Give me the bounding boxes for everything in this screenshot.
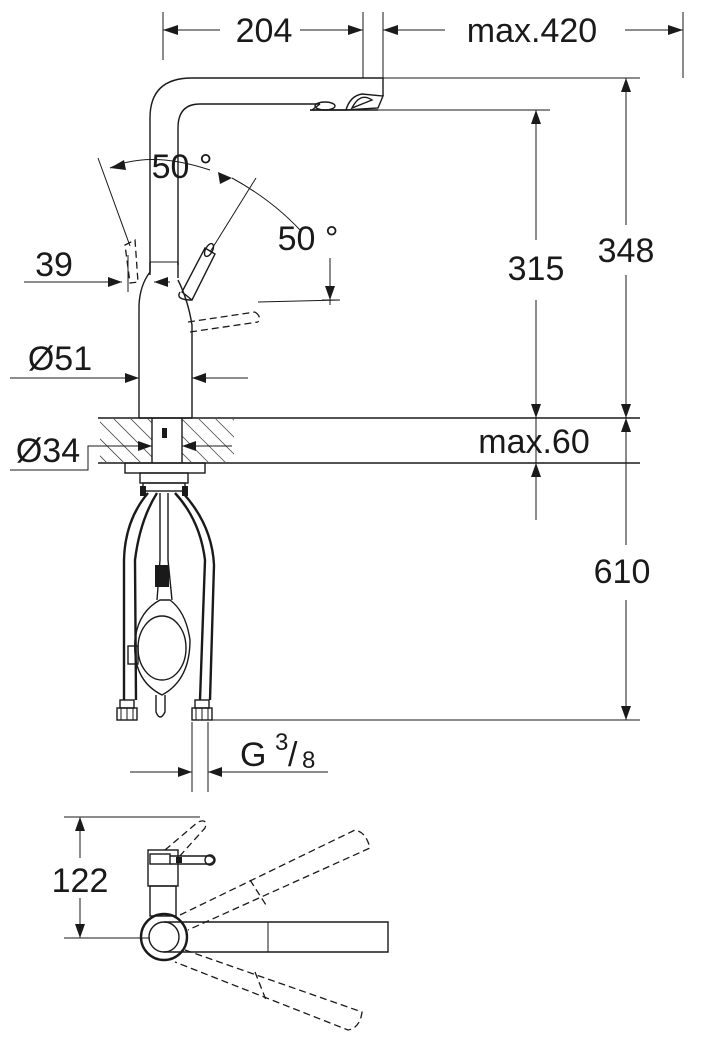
dimension-reach: 204: [162, 12, 364, 78]
lever-offset-label: 39: [35, 246, 73, 284]
dimension-spout-height: 315: [372, 109, 565, 418]
dimension-deck-thickness: max.60: [478, 418, 590, 520]
max-deck-thickness-label: max.60: [478, 423, 590, 461]
spout-height-label: 315: [508, 250, 565, 288]
hole-diameter-label: Ø34: [16, 432, 80, 470]
thread-numerator-label: 3: [275, 729, 288, 756]
lever-angle-front-label: 50 °: [152, 148, 213, 186]
thread-base-label: G: [240, 736, 266, 774]
faucet-side-view: 50 ° 50 ° 39 Ø51: [10, 77, 385, 419]
lever-angle-side-label: 50 °: [278, 220, 339, 258]
left-fitting: [116, 699, 138, 721]
thread-denominator-label: 8: [302, 747, 315, 774]
max-length-label: max.420: [467, 12, 597, 50]
right-fitting: [191, 699, 213, 721]
faucet-top-view: 122: [52, 816, 389, 1031]
dimension-connection-thread: G 3 / 8: [130, 722, 328, 792]
body-diameter-label: Ø51: [28, 340, 92, 378]
thread-slash-label: /: [288, 736, 298, 774]
dimension-total-height: 348: [383, 77, 655, 418]
hose-length-label: 610: [594, 553, 651, 591]
total-height-label: 348: [598, 232, 655, 270]
reach-label: 204: [236, 12, 293, 50]
top-view-depth-label: 122: [52, 862, 109, 900]
dimension-hose-length: 610: [210, 418, 651, 721]
dimension-max-length: max.420: [382, 12, 684, 78]
under-sink-assembly: [116, 462, 216, 721]
